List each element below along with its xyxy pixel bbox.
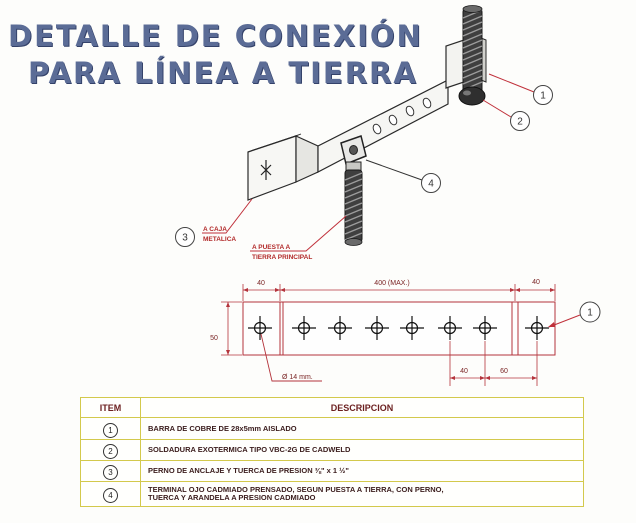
leader-line — [365, 159, 423, 181]
bottom-dimension: 40 60 — [449, 341, 538, 386]
description-cell: SOLDADURA EXOTERMICA TIPO VBC-2G DE CADW… — [140, 439, 584, 461]
callout-1-iso: 1 — [488, 73, 553, 105]
strap-hole — [422, 97, 432, 109]
weld-blob — [458, 86, 486, 106]
dim-bottom-left: 40 — [460, 368, 468, 375]
leader-line — [260, 333, 322, 382]
exothermic-weld — [458, 86, 486, 106]
strap-hole — [372, 123, 382, 135]
dim-height: 50 — [210, 335, 218, 342]
label-main-ground: A PUESTA A TIERRA PRINCIPAL — [250, 215, 347, 261]
extension-lines — [449, 341, 538, 386]
table-header-row: ITEM DESCRIPCION — [80, 397, 584, 418]
extension-lines — [242, 284, 556, 301]
item-cell: 3 — [80, 460, 141, 482]
item-cell: 1 — [80, 417, 141, 440]
description-cell: TERMINAL OJO CADMIADO PRENSADO, SEGUN PU… — [140, 481, 584, 507]
dim-top-right: 40 — [532, 279, 540, 286]
table-row: 3 PERNO DE ANCLAJE Y TUERCA DE PRESION ⅜… — [80, 460, 584, 482]
leader-line — [202, 198, 253, 234]
item-number-badge: 1 — [103, 422, 118, 438]
dim-bottom-right: 60 — [500, 368, 508, 375]
parts-table: ITEM DESCRIPCION 1 BARRA DE COBRE DE 28x… — [80, 397, 584, 507]
callout-circle — [533, 85, 553, 105]
hole — [473, 316, 497, 340]
plan-view: 40 400 (MAX.) 40 50 — [210, 279, 601, 386]
lug-terminal — [340, 135, 367, 173]
label-line-2: TIERRA PRINCIPAL — [252, 254, 312, 261]
callout-2-iso: 2 — [482, 99, 530, 131]
copper-strap — [317, 79, 449, 173]
strap-bend — [295, 135, 319, 183]
item-number-badge: 4 — [103, 488, 118, 503]
table-row: 2 SOLDADURA EXOTERMICA TIPO VBC-2G DE CA… — [80, 439, 584, 461]
item-number-badge: 3 — [103, 465, 118, 480]
callout-number: 1 — [540, 91, 546, 102]
dim-top-middle: 400 (MAX.) — [374, 280, 409, 287]
dim-top-left: 40 — [257, 280, 265, 287]
table-row: 1 BARRA DE COBRE DE 28x5mm AISLADO — [80, 417, 584, 440]
hole-diameter-note: Ø 14 mm. — [260, 333, 322, 382]
header-description: DESCRIPCION — [140, 397, 584, 418]
title-line-1: DETALLE DE CONEXIÓN — [8, 19, 423, 53]
label-line-1: A CAJA — [203, 226, 227, 233]
bar-joint-lines — [279, 302, 519, 355]
hole — [525, 316, 549, 340]
ground-cable-lower — [344, 169, 363, 246]
callout-number: 1 — [587, 308, 593, 319]
callout-number: 4 — [428, 179, 434, 190]
leader-arrow — [548, 322, 555, 327]
isometric-view: 1 2 4 3 A CAJA METALICA — [175, 5, 553, 261]
callout-4-iso: 4 — [365, 159, 441, 193]
lug-bolt — [349, 145, 358, 155]
table-row: 4 TERMINAL OJO CADMIADO PRENSADO, SEGUN … — [80, 481, 584, 507]
ground-cable-upper — [462, 5, 483, 97]
label-line-2: METALICA — [203, 236, 236, 243]
callout-circle — [421, 173, 441, 193]
callout-circle — [175, 227, 195, 247]
cable-strands — [344, 172, 363, 241]
dim-hole-diameter: Ø 14 mm. — [282, 374, 313, 381]
callout-1-plan: 1 — [548, 301, 601, 328]
description-cell: BARRA DE COBRE DE 28x5mm AISLADO — [140, 417, 584, 440]
cable-end — [462, 5, 483, 13]
strap-hole — [388, 114, 398, 126]
label-line-1: A PUESTA A — [252, 244, 290, 251]
callout-3-iso: 3 — [175, 227, 195, 247]
top-dimension: 40 400 (MAX.) 40 — [242, 279, 556, 301]
screw-mark — [260, 160, 272, 180]
item-cell: 2 — [80, 439, 141, 461]
height-dimension: 50 — [210, 301, 242, 356]
hole — [438, 316, 462, 340]
hole — [328, 316, 352, 340]
plan-bar-outline — [242, 301, 556, 356]
cable-strands — [462, 9, 483, 91]
leader-line — [488, 73, 535, 93]
label-metal-box: A CAJA METALICA — [202, 198, 253, 243]
extension-lines — [221, 301, 242, 356]
item-number-badge: 2 — [103, 444, 118, 459]
item-cell: 4 — [80, 481, 141, 507]
box-mount-plate — [247, 135, 297, 201]
strap-hole — [405, 105, 415, 117]
leader-line — [250, 215, 347, 252]
hole — [365, 316, 389, 340]
callout-number: 3 — [182, 233, 188, 244]
weld-highlight — [463, 90, 471, 96]
hole — [400, 316, 424, 340]
hole — [248, 316, 272, 340]
box-mount-plate-edge — [247, 133, 302, 153]
callout-circle — [510, 111, 530, 131]
cable-end — [344, 238, 363, 246]
callout-number: 2 — [517, 117, 523, 128]
plan-holes — [248, 316, 549, 340]
header-item: ITEM — [80, 397, 141, 418]
hole — [292, 316, 316, 340]
title-line-2: PARA LÍNEA A TIERRA — [28, 56, 418, 90]
leader-line — [482, 99, 512, 118]
callout-circle — [579, 301, 601, 323]
description-cell: PERNO DE ANCLAJE Y TUERCA DE PRESION ⅜" … — [140, 460, 584, 482]
